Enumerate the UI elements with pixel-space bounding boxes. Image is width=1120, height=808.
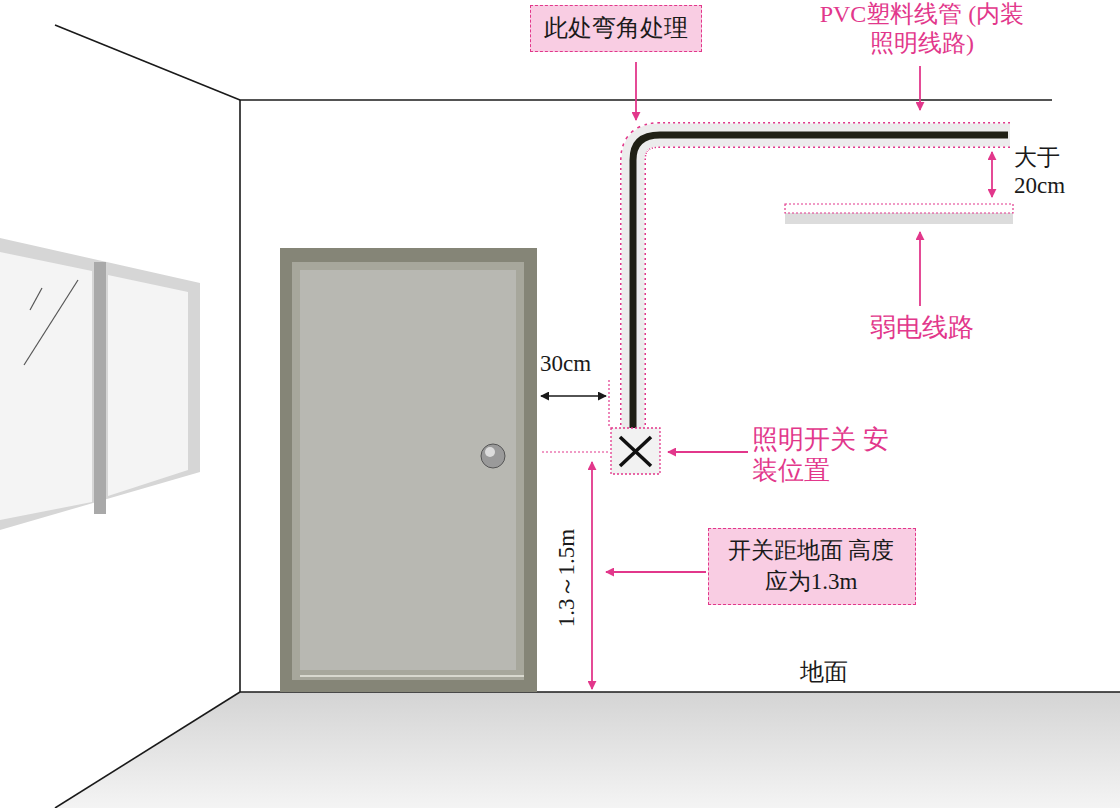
conduit-label: PVC塑料线管 (内装照明线路) xyxy=(808,0,1036,58)
dimension-label: 大于 20cm xyxy=(1014,144,1100,199)
callout-text: 此处弯角处理 xyxy=(543,12,689,44)
weak-current-line xyxy=(785,204,1013,224)
weak-current-label: 弱电线路 xyxy=(852,312,992,343)
switch-position-label: 照明开关 安装位置 xyxy=(752,424,892,486)
door xyxy=(280,248,537,692)
room-lines xyxy=(55,25,1120,808)
floor xyxy=(55,692,1120,808)
height-dimension-label: 1.3～1.5m xyxy=(553,529,581,627)
callout-box: 此处弯角处理 xyxy=(530,5,702,52)
callout-text: 开关距地面 高度应为1.3m xyxy=(721,535,901,597)
floor-label: 地面 xyxy=(800,658,870,687)
window xyxy=(0,238,200,530)
pvc-conduit xyxy=(633,135,1010,430)
leader-lines xyxy=(541,62,992,689)
dimension-label: 30cm xyxy=(540,350,610,378)
switch-symbol xyxy=(611,428,660,474)
callout-box: 开关距地面 高度应为1.3m xyxy=(708,528,916,605)
